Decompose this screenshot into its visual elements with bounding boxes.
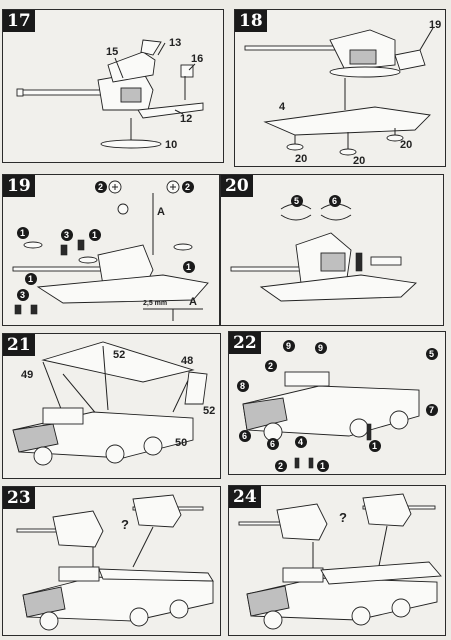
label-part-4: 4 xyxy=(279,101,286,113)
step-number: 19 xyxy=(3,175,35,197)
svg-text:1: 1 xyxy=(372,441,377,451)
rotate-arrows-icon xyxy=(280,203,352,221)
label-part-20b: 20 xyxy=(353,155,365,167)
svg-text:1: 1 xyxy=(320,461,325,471)
label-part-52b: 52 xyxy=(203,405,215,417)
svg-text:6: 6 xyxy=(270,439,275,449)
step-22-panel: 22 9 9 5 2 8 7 1 6 6 4 2 1 xyxy=(228,331,446,475)
gun-icon xyxy=(16,39,204,149)
svg-text:2: 2 xyxy=(98,182,103,192)
gun-icon xyxy=(238,493,436,541)
svg-text:6: 6 xyxy=(242,431,247,441)
step-24-panel: 24 ? xyxy=(228,485,446,636)
truck-canopy-illustration: 52 48 49 52 50 xyxy=(12,341,215,466)
truck-details-illustration: 9 9 5 2 8 7 1 6 6 4 2 1 xyxy=(237,340,438,472)
label-part-52a: 52 xyxy=(113,349,125,361)
label-part-19: 19 xyxy=(429,19,441,31)
step-number: 22 xyxy=(229,332,261,354)
svg-text:6: 6 xyxy=(332,196,337,206)
step-number: 18 xyxy=(235,10,267,32)
step-number: 21 xyxy=(3,334,35,356)
svg-text:2: 2 xyxy=(268,361,273,371)
svg-text:5: 5 xyxy=(294,196,299,206)
step-number: 20 xyxy=(221,175,253,197)
label-part-50: 50 xyxy=(175,437,187,449)
gun-mount-illustration: 2 2 A 1 3 1 1 1 3 2,5 mm A xyxy=(12,180,209,321)
label-part-48: 48 xyxy=(181,355,193,367)
label-letter-a: A xyxy=(157,206,165,218)
label-part-15: 15 xyxy=(106,46,118,58)
dimension-label: 2,5 mm xyxy=(143,300,167,307)
truck-icon xyxy=(22,566,214,631)
gun-icon xyxy=(16,494,204,548)
svg-text:8: 8 xyxy=(240,381,245,391)
svg-text:5: 5 xyxy=(429,349,434,359)
base-assembly-illustration: 19 4 20 20 20 xyxy=(244,19,441,167)
step-17-panel: 17 15 13 16 12 10 xyxy=(2,9,224,163)
svg-text:3: 3 xyxy=(20,290,25,300)
step-number: 24 xyxy=(229,486,261,508)
label-part-13: 13 xyxy=(169,37,181,49)
svg-text:1: 1 xyxy=(28,274,33,284)
label-part-16: 16 xyxy=(191,53,203,65)
gun-assembly-illustration: 15 13 16 12 10 xyxy=(16,37,204,151)
gun-icon xyxy=(12,239,209,304)
svg-text:2: 2 xyxy=(185,182,190,192)
svg-text:1: 1 xyxy=(92,230,97,240)
rotate-arrows-icon xyxy=(108,180,180,215)
label-part-49: 49 xyxy=(21,369,33,381)
svg-text:9: 9 xyxy=(318,343,323,353)
step-23-panel: 23 ? xyxy=(2,486,221,636)
svg-text:4: 4 xyxy=(298,437,303,447)
gun-on-truck-illustration: ? xyxy=(16,494,214,631)
svg-text:1: 1 xyxy=(20,228,25,238)
truck-icon xyxy=(246,561,442,630)
step-number: 17 xyxy=(3,10,35,32)
svg-text:9: 9 xyxy=(286,341,291,351)
step-19-panel: 19 2 2 A 1 3 1 1 xyxy=(2,174,220,326)
gun-icon xyxy=(230,232,417,302)
svg-text:7: 7 xyxy=(429,405,434,415)
turret-base-icon xyxy=(244,29,431,156)
svg-text:3: 3 xyxy=(64,230,69,240)
truck-icon xyxy=(242,371,420,442)
step-20-panel: 20 5 6 xyxy=(220,174,444,326)
label-part-20a: 20 xyxy=(295,153,307,165)
question-mark: ? xyxy=(339,510,347,525)
label-part-12: 12 xyxy=(180,113,192,125)
step-18-panel: 18 19 4 20 20 20 xyxy=(234,9,446,167)
svg-text:2: 2 xyxy=(278,461,283,471)
label-letter-a-detail: A xyxy=(189,296,197,308)
gun-on-trailer-illustration: ? xyxy=(238,493,442,630)
label-part-20c: 20 xyxy=(400,139,412,151)
svg-text:1: 1 xyxy=(186,262,191,272)
gun-rotation-illustration: 5 6 xyxy=(230,195,417,302)
step-number: 23 xyxy=(3,487,35,509)
label-part-10: 10 xyxy=(165,139,177,151)
question-mark: ? xyxy=(121,517,129,532)
step-21-panel: 21 52 48 49 52 50 xyxy=(2,333,221,479)
truck-icon xyxy=(12,407,194,466)
